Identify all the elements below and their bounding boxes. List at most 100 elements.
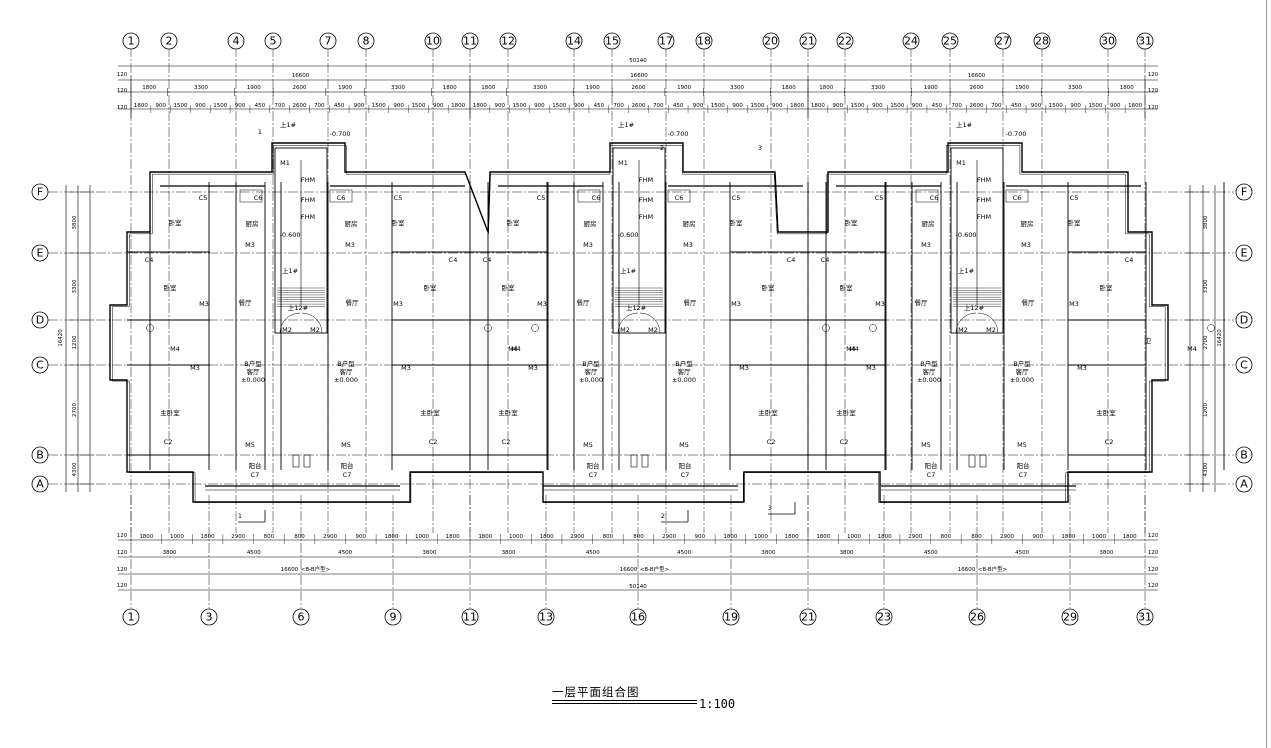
door-tag: M4 xyxy=(1187,345,1197,353)
axis-bubble-top-circle xyxy=(424,32,442,50)
dim-top-unit: 16600 xyxy=(292,73,310,79)
window-tag: C6 xyxy=(254,194,263,202)
dim-bottom-detail: 800 xyxy=(264,534,275,540)
window-tag: C5 xyxy=(1070,194,1079,202)
dim-edge: 120 xyxy=(1148,105,1159,111)
door-tag: M2 xyxy=(282,326,292,334)
elevation-label: -0.700 xyxy=(330,130,351,138)
dim-top-bay: 1800 xyxy=(1120,85,1134,91)
dim-top-detail: 900 xyxy=(732,103,743,109)
window-tag: C4 xyxy=(821,256,830,264)
axis-bubble-top-circle xyxy=(319,32,337,50)
dim-top-detail: 2600 xyxy=(632,103,646,109)
dim-top-detail: 1500 xyxy=(750,103,764,109)
dim-top-detail: 450 xyxy=(255,103,266,109)
hydrant-tag: FHM xyxy=(301,196,315,204)
axis-bubble-bottom: 9 xyxy=(390,611,397,624)
axis-bubble-left-circle xyxy=(31,356,49,374)
dim-top-detail: 1500 xyxy=(552,103,566,109)
window-tag: C2 xyxy=(1105,438,1114,446)
dim-bottom-detail: 1000 xyxy=(170,534,184,540)
dim-bottom-detail: 2900 xyxy=(231,534,245,540)
dim-top-bay: 3300 xyxy=(533,85,547,91)
dim-top-bay: 3300 xyxy=(1068,85,1082,91)
door-tag: M2 xyxy=(648,326,658,334)
dim-bottom-detail: 1000 xyxy=(415,534,429,540)
window-tag: C6 xyxy=(592,194,601,202)
door-tag: M4 xyxy=(846,345,856,353)
dim-top-bay: 3300 xyxy=(871,85,885,91)
door-tag: M2 xyxy=(986,326,996,334)
dim-top-detail: 700 xyxy=(951,103,962,109)
axis-bubble-bottom: 3 xyxy=(206,611,213,624)
stair-label: 上1# xyxy=(618,120,634,129)
dim-top-unit: 16600 xyxy=(968,73,986,79)
dim-top-detail: 1500 xyxy=(851,103,865,109)
door-swing xyxy=(639,312,661,334)
dim-right-row: 4300 xyxy=(1203,462,1209,476)
drawing-title-block: 一层平面组合图 1:100 xyxy=(552,684,772,714)
axis-bubble-bottom-circle xyxy=(875,608,893,626)
axis-bubble-top: 12 xyxy=(501,35,515,48)
dim-bottom-detail: 2900 xyxy=(323,534,337,540)
elevation-label: -0.600 xyxy=(956,231,977,239)
dim-left-row: 3300 xyxy=(72,279,78,293)
axis-bubble-top: 15 xyxy=(605,35,619,48)
room-label: 卧室 xyxy=(169,218,183,227)
window-tag: C7 xyxy=(251,471,260,479)
room-label: 主卧室 xyxy=(836,408,856,417)
dim-top-detail: 1800 xyxy=(473,103,487,109)
axis-bubble-bottom: 21 xyxy=(801,611,815,624)
dim-top-detail: 900 xyxy=(1070,103,1081,109)
dim-bottom-bay: 3800 xyxy=(163,550,177,556)
window-tag: C6 xyxy=(930,194,939,202)
axis-bubble-bottom: 1 xyxy=(128,611,135,624)
axis-bubble-top: 22 xyxy=(838,35,852,48)
elevation-label: ±0.000 xyxy=(1010,376,1034,384)
dim-top-unit: 16600 xyxy=(630,73,648,79)
door-tag: M4 xyxy=(511,345,521,353)
dim-top-detail: 450 xyxy=(334,103,345,109)
dim-bottom-detail: 800 xyxy=(633,534,644,540)
dim-bottom-bay: 4500 xyxy=(924,550,938,556)
dim-bottom-bay: 4500 xyxy=(677,550,691,556)
dim-top-detail: 450 xyxy=(673,103,684,109)
room-label: 卧室 xyxy=(164,283,178,292)
room-label: 餐厅 xyxy=(346,298,360,307)
window-tag: C2 xyxy=(429,438,438,446)
axis-bubble-right-circle xyxy=(1235,475,1253,493)
axis-bubble-right-circle xyxy=(1235,446,1253,464)
dim-top-detail: 900 xyxy=(393,103,404,109)
dim-top-detail: 900 xyxy=(354,103,365,109)
section-mark-label: 1 xyxy=(238,512,242,520)
window-tag: C4 xyxy=(1125,256,1134,264)
dim-bottom-unit-note: <B-B户型> xyxy=(978,565,1008,573)
unit-area-label: 客厅 xyxy=(585,367,599,376)
axis-grid xyxy=(48,47,1234,608)
door-tag: M5 xyxy=(245,441,255,449)
axis-bubble-right-circle xyxy=(1235,356,1253,374)
door-swing xyxy=(617,312,639,334)
toilet-fixture xyxy=(869,324,877,332)
axis-bubble-bottom-circle xyxy=(200,608,218,626)
unit-type-label: B户型 xyxy=(337,359,355,368)
dim-edge: 120 xyxy=(117,72,128,78)
dim-top-bay: 1900 xyxy=(586,85,600,91)
axis-bubble-top: 1 xyxy=(128,35,135,48)
dim-top-detail: 450 xyxy=(1011,103,1022,109)
door-swing xyxy=(279,312,301,334)
dim-bottom-bay: 3800 xyxy=(422,550,436,556)
room-label: 餐厅 xyxy=(239,298,253,307)
door-tag: M3 xyxy=(1021,241,1031,249)
dim-edge: 120 xyxy=(1148,533,1159,539)
room-label: 阳台 xyxy=(341,461,354,470)
dim-bottom-detail: 1800 xyxy=(816,534,830,540)
stair-label: 上12# xyxy=(626,303,646,312)
dim-bottom-bay: 4500 xyxy=(338,550,352,556)
dim-bottom-detail: 900 xyxy=(1033,534,1044,540)
dim-edge: 120 xyxy=(1148,550,1159,556)
dim-top-detail: 1800 xyxy=(134,103,148,109)
sheet-border xyxy=(1266,0,1267,748)
dim-edge: 120 xyxy=(117,533,128,539)
